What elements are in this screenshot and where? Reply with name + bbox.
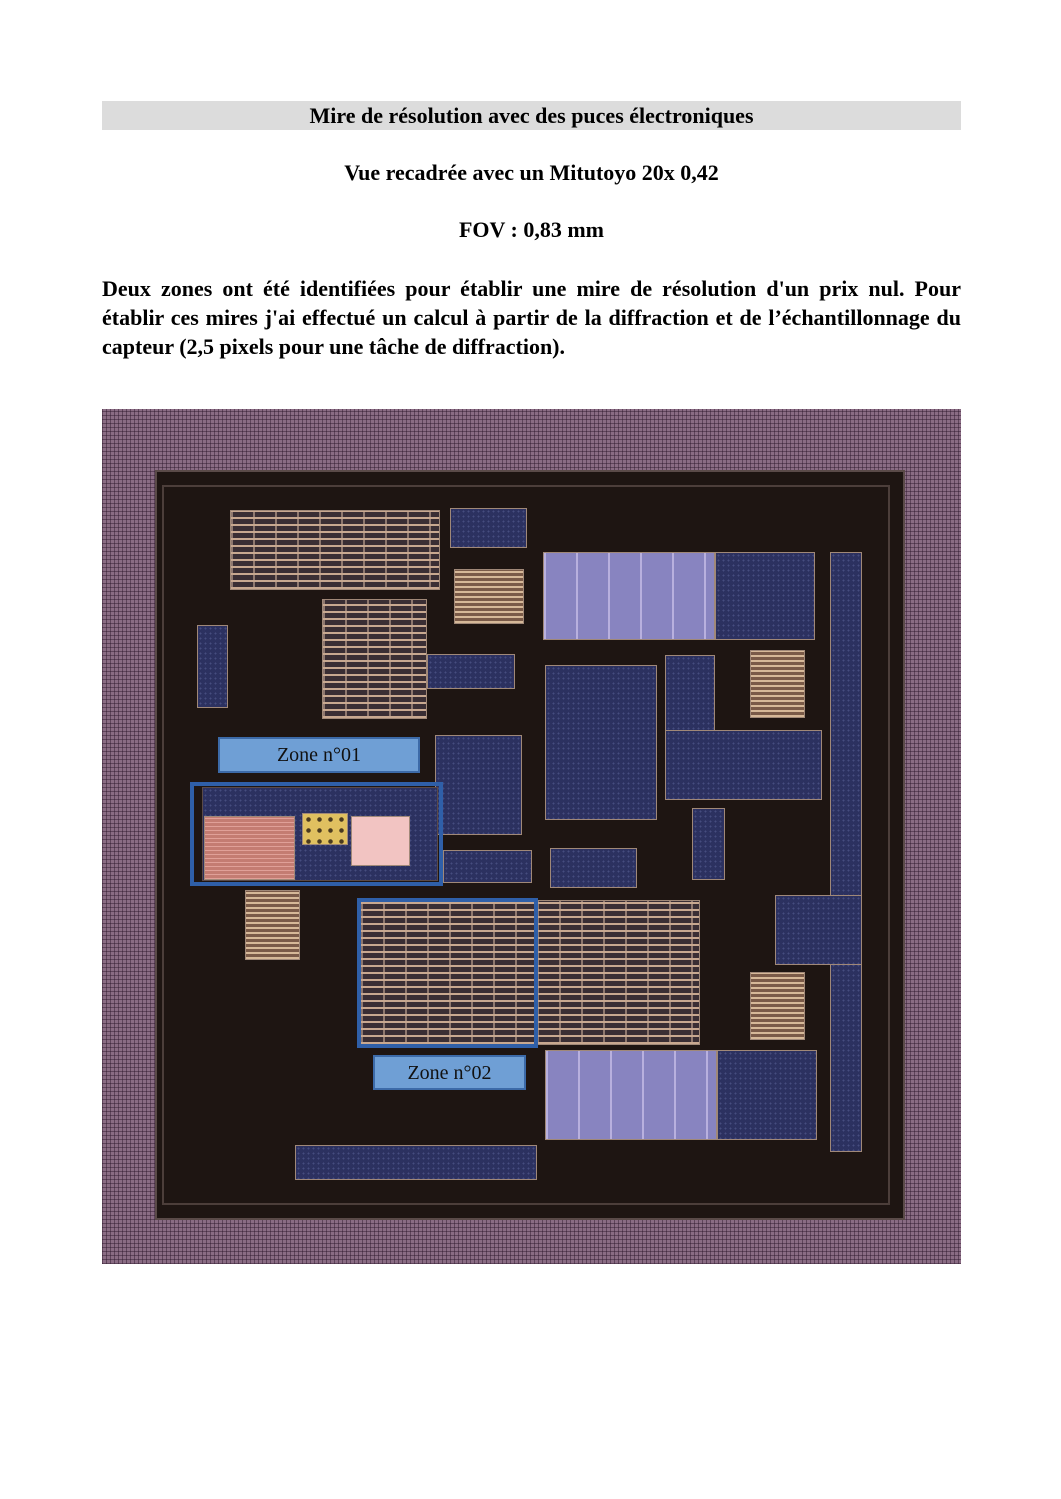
metal-block <box>775 895 862 965</box>
metal-block <box>550 848 637 888</box>
circuit-block <box>230 510 440 590</box>
capacitor-block <box>454 569 524 624</box>
metal-block <box>450 508 527 548</box>
lavender-array <box>543 552 715 640</box>
zone1-label: Zone n°01 <box>218 737 420 773</box>
metal-block <box>197 625 228 708</box>
chip-micrograph: Zone n°01 Zone n°02 <box>102 409 961 1264</box>
description-paragraph: Deux zones ont été identifiées pour étab… <box>102 276 961 359</box>
metal-block <box>665 730 822 800</box>
metal-block <box>715 552 815 640</box>
circuit-block <box>322 599 427 719</box>
zone2-box <box>357 898 538 1048</box>
metal-strip <box>830 552 862 1152</box>
gold-contacts <box>302 813 348 845</box>
zone2-label: Zone n°02 <box>373 1055 526 1090</box>
chip-frame <box>162 485 890 1205</box>
metal-block <box>545 665 657 820</box>
metal-block <box>295 1145 537 1180</box>
metal-block <box>717 1050 817 1140</box>
metal-block <box>435 735 522 835</box>
light-pink-block <box>351 816 410 866</box>
metal-block <box>443 850 532 883</box>
zone1-box <box>190 782 443 886</box>
fov-text: FOV : 0,83 mm <box>458 217 605 242</box>
metal-block <box>692 808 725 880</box>
capacitor-block <box>750 650 805 718</box>
capacitor-block <box>750 972 805 1040</box>
circuit-block <box>360 900 700 1045</box>
subtitle: Vue recadrée avec un Mitutoyo 20x 0,42 <box>344 160 719 185</box>
lavender-array <box>545 1050 717 1140</box>
metal-block <box>427 654 515 689</box>
capacitor-block <box>245 890 300 960</box>
pink-resistor-array <box>204 816 295 880</box>
document-title: Mire de résolution avec des puces électr… <box>102 101 961 130</box>
